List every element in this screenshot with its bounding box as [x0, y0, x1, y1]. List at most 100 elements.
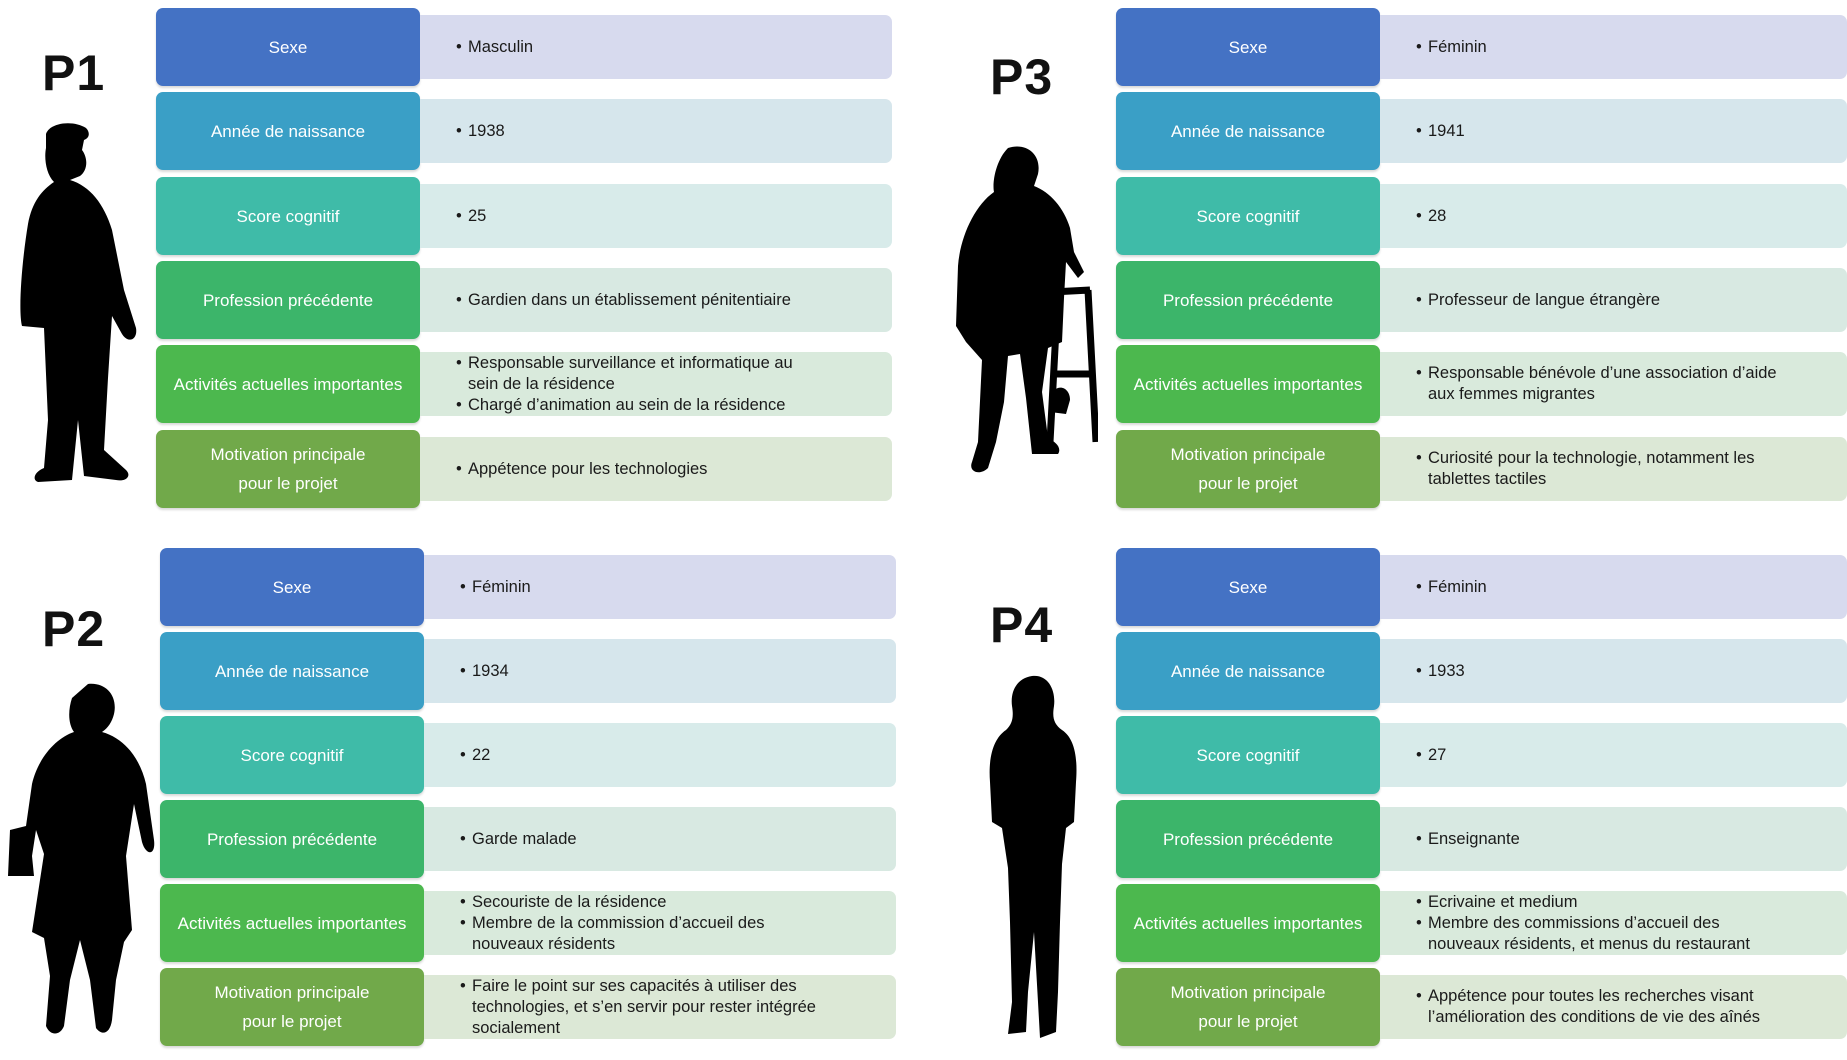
value-item: Membre de la commission d’accueil des no… — [460, 913, 896, 955]
value-item: Garde malade — [460, 829, 896, 850]
woman-standing-silhouette-icon — [989, 675, 1077, 1038]
label-activites: Activités actuelles importantes — [1116, 884, 1380, 962]
value-sexe: Féminin — [1380, 15, 1847, 79]
value-item: Membre des commissions d’accueil des nou… — [1416, 913, 1847, 955]
value-item: Curiosité pour la technologie, notamment… — [1416, 448, 1847, 490]
row-score: Score cognitif 25 — [156, 177, 892, 255]
row-motivation: Motivation principale pour le projet App… — [1116, 968, 1847, 1046]
row-motivation: Motivation principale pour le projet Cur… — [1116, 430, 1847, 508]
value-item: 1934 — [460, 661, 896, 682]
value-item: Féminin — [1416, 37, 1847, 58]
row-motivation: Motivation principale pour le projet App… — [156, 430, 892, 508]
participant-panel-p2: P2 Sexe Féminin Année de naissance 1934 … — [0, 540, 920, 1055]
label-activites: Activités actuelles importantes — [1116, 345, 1380, 423]
value-profession: Professeur de langue étrangère — [1380, 268, 1847, 332]
value-item: 1941 — [1416, 121, 1847, 142]
row-activites: Activités actuelles importantes Responsa… — [156, 345, 892, 423]
row-profession: Profession précédente Gardien dans un ét… — [156, 261, 892, 339]
value-item: Responsable surveillance et informatique… — [456, 353, 892, 395]
value-activites: Responsable surveillance et informatique… — [420, 352, 892, 416]
value-annee: 1934 — [424, 639, 896, 703]
value-item: Chargé d’animation au sein de la résiden… — [456, 395, 892, 416]
value-activites: Responsable bénévole d’une association d… — [1380, 352, 1847, 416]
value-motivation: Appétence pour les technologies — [420, 437, 892, 501]
label-sexe: Sexe — [1116, 548, 1380, 626]
value-item: 1938 — [456, 121, 892, 142]
value-item: 22 — [460, 745, 896, 766]
participant-id: P1 — [42, 45, 106, 101]
value-item: Faire le point sur ses capacités à utili… — [460, 976, 896, 1039]
value-item: Responsable bénévole d’une association d… — [1416, 363, 1847, 405]
value-item: Masculin — [456, 37, 892, 58]
row-annee: Année de naissance 1941 — [1116, 92, 1847, 170]
value-item: Féminin — [1416, 577, 1847, 598]
row-profession: Profession précédente Professeur de lang… — [1116, 261, 1847, 339]
label-score: Score cognitif — [1116, 177, 1380, 255]
row-sexe: Sexe Féminin — [1116, 548, 1847, 626]
value-item: Féminin — [460, 577, 896, 598]
row-activites: Activités actuelles importantes Ecrivain… — [1116, 884, 1847, 962]
woman-with-bag-silhouette-icon — [8, 683, 155, 1034]
label-activites: Activités actuelles importantes — [156, 345, 420, 423]
value-motivation: Faire le point sur ses capacités à utili… — [424, 975, 896, 1039]
label-sexe: Sexe — [1116, 8, 1380, 86]
value-profession: Garde malade — [424, 807, 896, 871]
value-annee: 1941 — [1380, 99, 1847, 163]
label-profession: Profession précédente — [156, 261, 420, 339]
row-sexe: Sexe Masculin — [156, 8, 892, 86]
value-item: 27 — [1416, 745, 1847, 766]
value-item: Appétence pour toutes les recherches vis… — [1416, 986, 1847, 1028]
participant-panel-p3: P3 Sexe Féminin Année de naissance 1941 … — [920, 0, 1847, 515]
value-annee: 1938 — [420, 99, 892, 163]
row-activites: Activités actuelles importantes Responsa… — [1116, 345, 1847, 423]
value-motivation: Curiosité pour la technologie, notamment… — [1380, 437, 1847, 501]
woman-with-walker-silhouette-icon — [956, 146, 1098, 473]
label-sexe: Sexe — [156, 8, 420, 86]
label-profession: Profession précédente — [1116, 800, 1380, 878]
label-motivation: Motivation principale pour le projet — [1116, 968, 1380, 1046]
label-annee: Année de naissance — [160, 632, 424, 710]
label-motivation: Motivation principale pour le projet — [1116, 430, 1380, 508]
value-motivation: Appétence pour toutes les recherches vis… — [1380, 975, 1847, 1039]
value-score: 22 — [424, 723, 896, 787]
label-sexe: Sexe — [160, 548, 424, 626]
participant-id: P4 — [990, 597, 1054, 653]
row-profession: Profession précédente Garde malade — [160, 800, 896, 878]
label-score: Score cognitif — [160, 716, 424, 794]
label-score: Score cognitif — [156, 177, 420, 255]
participant-id: P3 — [990, 49, 1054, 105]
label-annee: Année de naissance — [1116, 632, 1380, 710]
value-sexe: Masculin — [420, 15, 892, 79]
value-profession: Enseignante — [1380, 807, 1847, 871]
participant-id: P2 — [42, 601, 106, 657]
label-annee: Année de naissance — [1116, 92, 1380, 170]
label-annee: Année de naissance — [156, 92, 420, 170]
label-score: Score cognitif — [1116, 716, 1380, 794]
label-profession: Profession précédente — [1116, 261, 1380, 339]
row-score: Score cognitif 27 — [1116, 716, 1847, 794]
row-score: Score cognitif 22 — [160, 716, 896, 794]
label-activites: Activités actuelles importantes — [160, 884, 424, 962]
value-activites: Ecrivaine et medium Membre des commissio… — [1380, 891, 1847, 955]
value-score: 28 — [1380, 184, 1847, 248]
value-item: 25 — [456, 206, 892, 227]
row-annee: Année de naissance 1934 — [160, 632, 896, 710]
row-profession: Profession précédente Enseignante — [1116, 800, 1847, 878]
row-annee: Année de naissance 1938 — [156, 92, 892, 170]
value-item: Enseignante — [1416, 829, 1847, 850]
value-annee: 1933 — [1380, 639, 1847, 703]
row-sexe: Sexe Féminin — [160, 548, 896, 626]
value-score: 27 — [1380, 723, 1847, 787]
value-item: Ecrivaine et medium — [1416, 892, 1847, 913]
value-activites: Secouriste de la résidence Membre de la … — [424, 891, 896, 955]
value-item: Appétence pour les technologies — [456, 459, 892, 480]
row-annee: Année de naissance 1933 — [1116, 632, 1847, 710]
participant-panel-p4: P4 Sexe Féminin Année de naissance 1933 … — [920, 540, 1847, 1055]
row-sexe: Sexe Féminin — [1116, 8, 1847, 86]
value-score: 25 — [420, 184, 892, 248]
label-profession: Profession précédente — [160, 800, 424, 878]
row-score: Score cognitif 28 — [1116, 177, 1847, 255]
value-item: 28 — [1416, 206, 1847, 227]
value-sexe: Féminin — [424, 555, 896, 619]
label-motivation: Motivation principale pour le projet — [160, 968, 424, 1046]
